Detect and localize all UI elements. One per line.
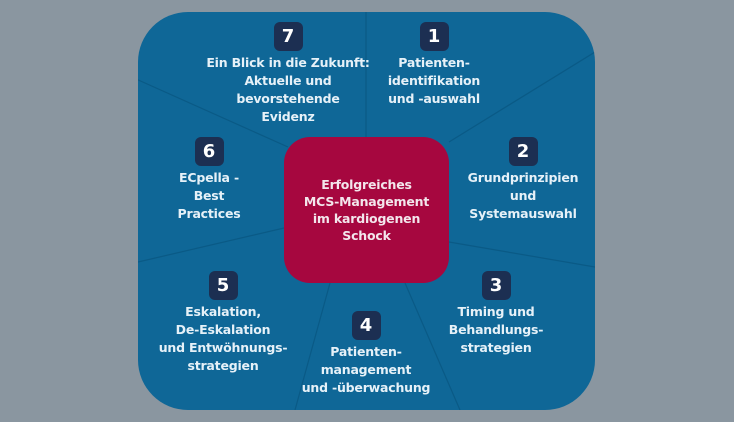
divider-4-5 — [294, 282, 331, 410]
segment-label: Grundprinzipien und Systemauswahl — [467, 170, 579, 221]
segment-label: Ein Blick in die Zukunft: Aktuelle und b… — [206, 55, 370, 124]
segment-7: 7 Ein Blick in die Zukunft: Aktuelle und… — [203, 22, 373, 126]
center-topic-box: Erfolgreiches MCS-Management im kardioge… — [284, 137, 449, 283]
segment-number-badge: 4 — [351, 311, 381, 340]
divider-1-2 — [448, 51, 595, 143]
segment-number-badge: 7 — [273, 22, 303, 51]
segment-label: Timing und Behandlungs- strategien — [448, 304, 544, 355]
segment-dividers — [138, 12, 595, 410]
segment-number-badge: 2 — [508, 137, 538, 166]
segment-4: 4 Patienten- management und -überwachung — [281, 311, 451, 397]
segment-number-badge: 1 — [419, 22, 449, 51]
segment-label: Eskalation, De-Eskalation und Entwöhnung… — [158, 304, 288, 373]
segment-5: 5 Eskalation, De-Eskalation und Entwöhnu… — [138, 271, 308, 375]
center-topic-label: Erfolgreiches MCS-Management im kardioge… — [303, 177, 430, 243]
segment-6: 6 ECpella - Best Practices — [138, 137, 294, 223]
segment-2: 2 Grundprinzipien und Systemauswahl — [438, 137, 595, 223]
segment-3: 3 Timing und Behandlungs- strategien — [411, 271, 581, 357]
segment-number-badge: 6 — [194, 137, 224, 166]
segment-label: Patienten- management und -überwachung — [301, 344, 431, 395]
divider-3-4 — [404, 282, 461, 410]
divider-2-3 — [448, 241, 595, 268]
diagram-panel: Erfolgreiches MCS-Management im kardioge… — [138, 12, 595, 410]
segment-label: Patienten- identifikation und -auswahl — [387, 55, 481, 106]
segment-1: 1 Patienten- identifikation und -auswahl — [349, 22, 519, 108]
segment-label: ECpella - Best Practices — [177, 170, 241, 221]
segment-number-badge: 3 — [481, 271, 511, 300]
segment-number-badge: 5 — [208, 271, 238, 300]
divider-6-7 — [138, 79, 289, 148]
divider-5-6 — [138, 227, 285, 263]
